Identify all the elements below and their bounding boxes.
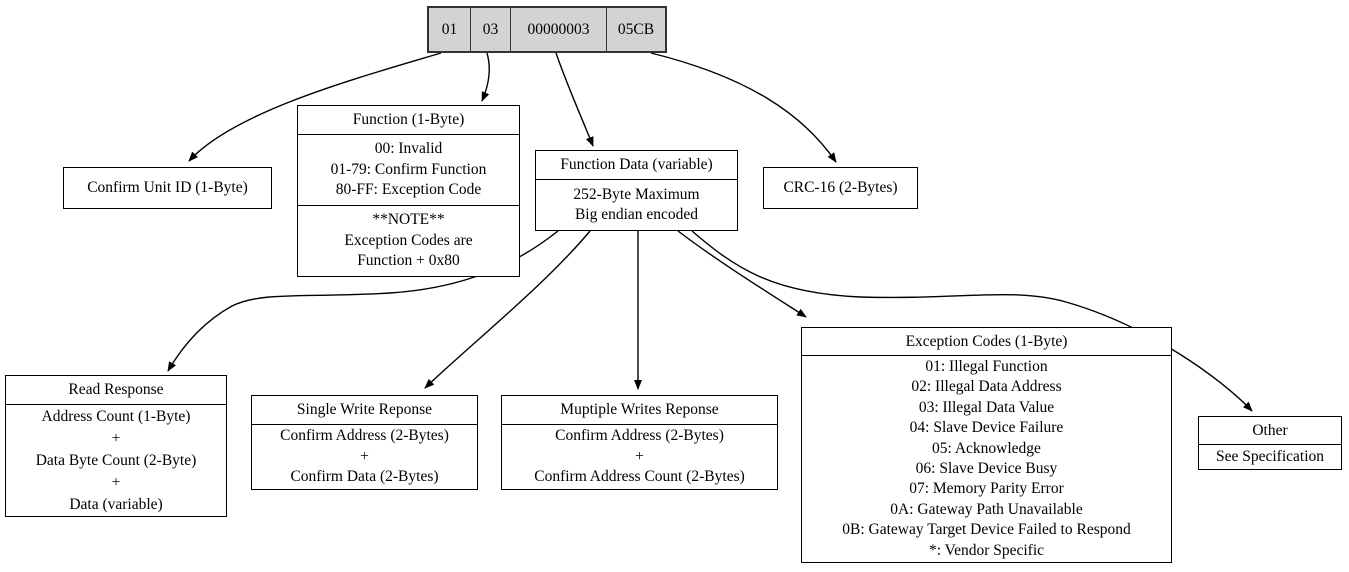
function-data-body: 252-Byte Maximum Big endian encoded [536,179,737,230]
function-note-line: **NOTE** [372,211,445,229]
exception-code-line: *: Vendor Specific [928,541,1045,559]
read-response-body: Address Count (1-Byte) + Data Byte Count… [6,404,226,516]
single-write-line: Confirm Data (2-Bytes) [290,468,439,486]
crc16-title: CRC-16 (2-Bytes) [783,179,898,196]
packet-cell-crc: 05CB [606,8,665,51]
other-body: See Specification [1199,444,1341,469]
node-multiple-writes-response: Muptiple Writes Reponse Confirm Address … [501,395,778,490]
exception-code-line: 04: Slave Device Failure [909,419,1064,437]
exception-code-line: 01: Illegal Function [925,357,1048,375]
node-read-response: Read Response Address Count (1-Byte) + D… [5,375,227,517]
edge-function-data-to-exception-codes [677,230,807,318]
node-single-write-response: Single Write Reponse Confirm Address (2-… [251,395,478,490]
function-data-line: 252-Byte Maximum [573,185,700,203]
read-response-line: Data Byte Count (2-Byte) [35,451,197,469]
other-line: See Specification [1215,447,1325,465]
multiple-writes-title: Muptiple Writes Reponse [560,401,719,418]
function-data-title: Function Data (variable) [560,156,713,173]
edge-packet-to-function [481,52,490,102]
plus-separator: + [635,447,644,465]
single-write-title: Single Write Reponse [296,401,433,418]
edge-packet-to-function-data [555,52,594,147]
function-value-line: 01-79: Confirm Function [330,160,487,178]
edge-packet-to-crc [650,52,837,163]
exception-code-line: 02: Illegal Data Address [911,378,1062,396]
read-response-title: Read Response [68,381,164,398]
function-value-line: 00: Invalid [374,140,443,158]
plus-separator: + [360,447,369,465]
read-response-line: Address Count (1-Byte) [41,407,191,425]
exception-code-line: 0B: Gateway Target Device Failed to Resp… [842,521,1131,539]
node-confirm-unit-id: Confirm Unit ID (1-Byte) [63,167,272,209]
packet-cell-function: 03 [470,8,510,51]
exception-code-line: 0A: Gateway Path Unavailable [890,500,1083,518]
node-crc16: CRC-16 (2-Bytes) [763,167,918,209]
exception-code-line: 07: Memory Parity Error [909,480,1064,498]
confirm-unit-id-title: Confirm Unit ID (1-Byte) [87,179,248,196]
function-title: Function (1-Byte) [352,111,465,128]
plus-separator: + [111,473,121,491]
function-note-line: Function + 0x80 [357,252,460,270]
exception-codes-body: 01: Illegal Function 02: Illegal Data Ad… [802,355,1171,562]
node-function: Function (1-Byte) 00: Invalid 01-79: Con… [297,105,520,277]
exception-code-line: 06: Slave Device Busy [915,460,1058,477]
single-write-line: Confirm Address (2-Bytes) [280,427,449,445]
other-title: Other [1252,421,1288,439]
function-values-section: 00: Invalid 01-79: Confirm Function 80-F… [298,134,519,205]
plus-separator: + [111,429,121,447]
function-value-line: 80-FF: Exception Code [335,181,482,199]
multiple-writes-line: Confirm Address Count (2-Bytes) [534,468,745,486]
packet-cell-data: 00000003 [510,8,606,51]
function-note-line: Exception Codes are [344,231,473,249]
exception-codes-title: Exception Codes (1-Byte) [905,332,1068,350]
exception-code-line: 03: Illegal Data Value [918,398,1055,416]
function-note-section: **NOTE** Exception Codes are Function + … [298,205,519,276]
single-write-body: Confirm Address (2-Bytes) + Confirm Data… [252,424,477,489]
node-other: Other See Specification [1198,416,1342,470]
node-exception-codes: Exception Codes (1-Byte) 01: Illegal Fun… [801,327,1172,563]
multiple-writes-line: Confirm Address (2-Bytes) [555,427,724,445]
node-function-data: Function Data (variable) 252-Byte Maximu… [535,150,738,231]
multiple-writes-body: Confirm Address (2-Bytes) + Confirm Addr… [502,424,777,489]
packet-record-node: 01 03 00000003 05CB [427,6,667,53]
function-data-line: Big endian encoded [574,206,699,223]
exception-code-line: 05: Acknowledge [932,439,1041,457]
packet-cell-unit-id: 01 [441,20,458,38]
read-response-line: Data (variable) [69,495,163,513]
